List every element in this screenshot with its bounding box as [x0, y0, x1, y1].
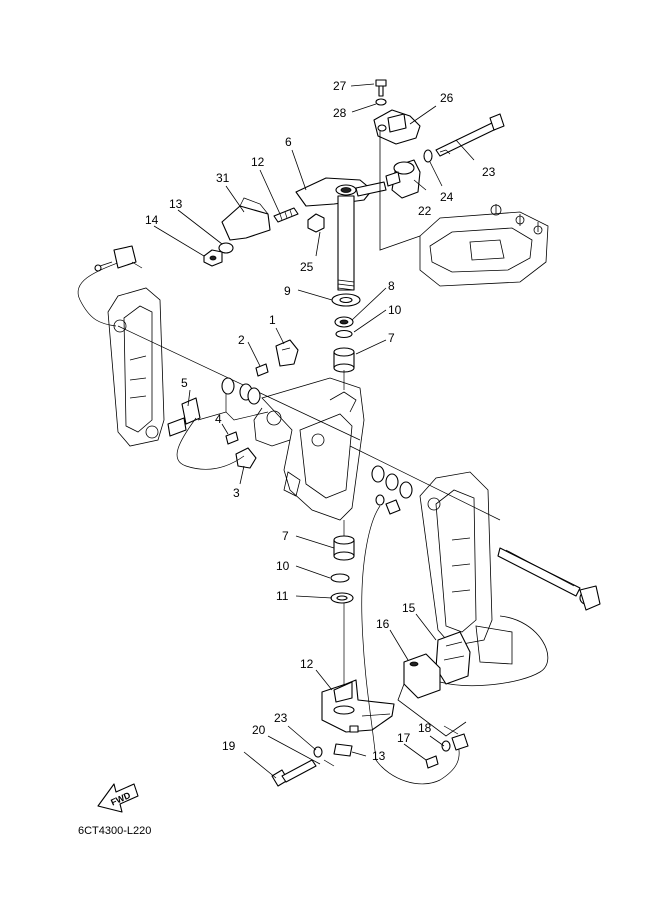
callout-23: 23: [274, 711, 288, 725]
washer-lower-part-11: [330, 592, 354, 604]
diagram-code: 6CT4300-L220: [78, 825, 151, 837]
tilt-tube: [117, 325, 601, 611]
callout-29: 27: [333, 79, 347, 93]
callout-7: 7: [388, 331, 395, 345]
callout-12: 12: [300, 657, 314, 671]
callout-7b: 7: [282, 529, 289, 543]
callout-27: 25: [300, 260, 314, 274]
assembly-line-20: [397, 683, 467, 737]
callout-18: 16: [376, 617, 390, 631]
callout-21: 19: [222, 739, 236, 753]
callout-19: 17: [397, 731, 411, 745]
callout-14: 12: [251, 155, 265, 169]
washer-part-30: [375, 98, 387, 106]
holder-part-5: [167, 397, 201, 437]
callout-22: 20: [252, 723, 266, 737]
clip-part-1: [275, 339, 299, 367]
callout-24: 22: [418, 204, 432, 218]
callout-15: 13: [169, 197, 183, 211]
mount-rubber-part-17: [435, 631, 471, 685]
callout-28: 26: [440, 91, 454, 105]
screw-part-4: [225, 431, 239, 445]
callout-25: 23: [482, 165, 496, 179]
callout-26: 24: [440, 190, 454, 204]
callout-3: 3: [233, 486, 240, 500]
bolt-part-21: [271, 759, 317, 787]
callout-4: 4: [215, 412, 222, 426]
tube-bushings-right: [371, 465, 413, 515]
callout-11: 11: [276, 589, 289, 603]
clamp-part-3: [235, 447, 257, 469]
callout-8: 8: [388, 279, 395, 293]
mount-rubber-part-24: [385, 159, 421, 199]
washer-part-20: [441, 740, 451, 752]
callout-17: 15: [402, 601, 416, 615]
callout-30: 28: [333, 106, 347, 120]
callout-20: 18: [418, 721, 432, 735]
callout-2: 2: [238, 333, 245, 347]
plate-part-31: [221, 197, 271, 241]
tube-bushings-left: [221, 377, 261, 405]
callout-10: 10: [388, 303, 402, 317]
callout-13: 13: [372, 749, 386, 763]
callout-5: 5: [181, 376, 188, 390]
wire-harness: [77, 245, 269, 470]
lower-bracket-part-12: [321, 679, 395, 733]
swivel-bracket: [253, 377, 365, 521]
clamp-bracket-left: [107, 287, 165, 447]
callout-31: 31: [216, 171, 230, 185]
bushing-lower-part-7: [333, 535, 355, 561]
callout-10b: 10: [276, 559, 290, 573]
bolt-part-14: [273, 207, 299, 223]
o-ring-lower-part-10: [330, 573, 350, 583]
callout-1: 1: [269, 313, 276, 327]
callout-9: 9: [284, 284, 291, 298]
clamp-bracket-right: [419, 471, 549, 686]
clip-part-13: [333, 743, 353, 757]
ground-wire: [361, 505, 469, 785]
callout-6: 6: [285, 135, 292, 149]
leader-lines: [153, 83, 475, 779]
bolt-part-29: [375, 79, 387, 97]
washer-stack-upper: [331, 293, 361, 339]
washer-part-26: [423, 149, 433, 163]
steering-arm-part-6: [295, 177, 387, 291]
assembly-line-28: [379, 130, 421, 251]
callout-labels: 27 28 26 6 12 31 23 24 22 13 14 25 8 9 1…: [145, 79, 496, 763]
fwd-arrow-icon: FWD: [97, 783, 139, 813]
bushing-upper-part-7: [333, 347, 355, 373]
washer-part-15: [218, 242, 234, 254]
nut-part-27: [307, 213, 325, 233]
screw-part-2: [255, 363, 269, 377]
nut-part-16: [203, 249, 223, 267]
upper-mount-part-28: [373, 109, 421, 145]
washer-part-22: [313, 746, 323, 758]
bolt-part-19: [425, 755, 439, 769]
pin-part-23: [323, 759, 335, 767]
long-bolt-part-25: [435, 113, 505, 157]
callout-16: 14: [145, 213, 159, 227]
mount-rubber-part-18: [403, 653, 441, 699]
bottom-cowling-ghost: [419, 204, 549, 287]
